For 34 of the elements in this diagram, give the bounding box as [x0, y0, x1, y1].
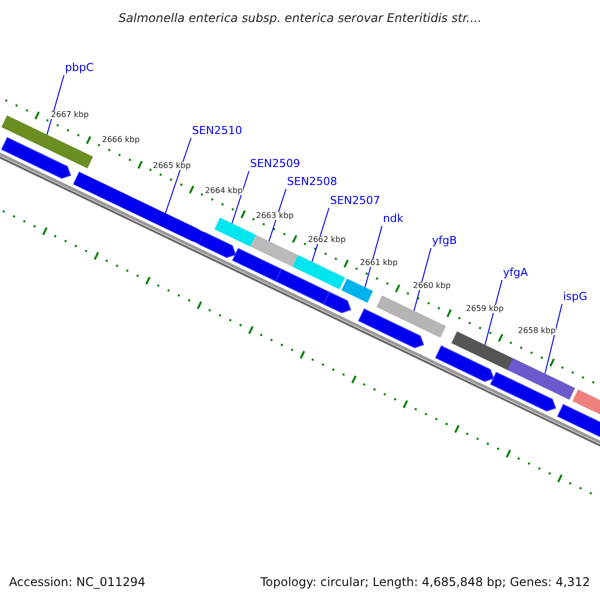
tick-label: 2661 kbp — [360, 259, 398, 267]
leader-line — [46, 74, 64, 136]
leader-line — [164, 138, 192, 214]
tick-label: 2664 kbp — [205, 187, 243, 195]
leader-line — [312, 208, 330, 262]
accession-text: Accession: NC_011294 — [9, 576, 146, 588]
leader-line — [484, 280, 502, 346]
leader-line — [414, 248, 432, 312]
gene-label: ndk — [383, 213, 404, 224]
gene-label: yfgA — [503, 267, 528, 278]
tick-label: 2662 kbp — [308, 236, 346, 244]
gene-feature — [74, 172, 204, 244]
gene-label: SEN2510 — [192, 125, 242, 136]
gene-feature — [376, 295, 446, 338]
gene-feature — [341, 278, 373, 303]
genome-info-text: Topology: circular; Length: 4,685,848 bp; Genes: 4,312 — [260, 576, 590, 588]
title: Salmonella enterica subsp. enterica serovar Enteritidis str.... — [117, 12, 483, 24]
gene-feature — [214, 218, 256, 247]
leader-line — [364, 226, 382, 288]
gene-label: SEN2507 — [330, 195, 380, 206]
gene-feature — [292, 255, 345, 290]
gene-label: pbpC — [65, 62, 94, 73]
tick-label: 2659 kbp — [466, 305, 504, 313]
gene-label: yfgB — [432, 235, 457, 246]
gene-label: SEN2509 — [250, 158, 300, 169]
gene-feature — [451, 331, 515, 371]
gene-label: ispG — [563, 291, 588, 302]
leader-line — [232, 170, 250, 224]
leader-line — [544, 304, 562, 374]
gene-label: SEN2508 — [287, 176, 338, 187]
gene-feature — [250, 234, 298, 267]
leader-line — [268, 188, 286, 242]
gene-feature — [507, 358, 575, 400]
tick-label: 2667 kbp — [51, 111, 89, 119]
